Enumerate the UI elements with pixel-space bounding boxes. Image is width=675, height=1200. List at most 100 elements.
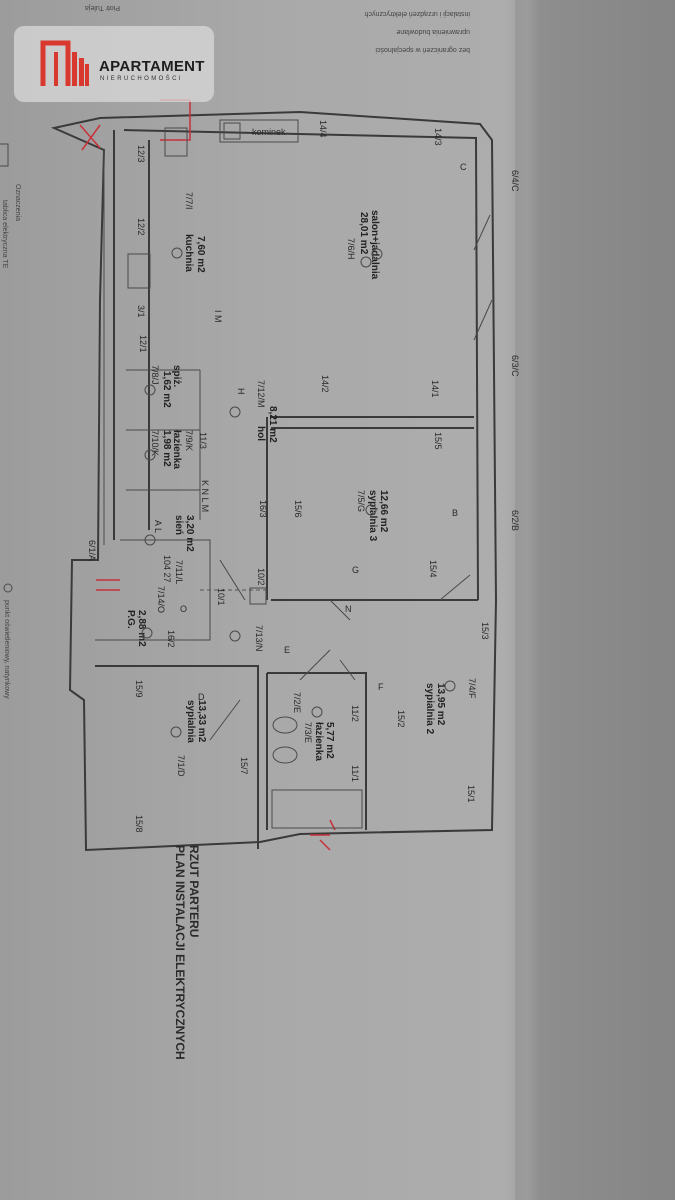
room-salon: salon+jadalnia 28,01 m2 7/6/H <box>346 210 383 280</box>
svg-text:13,33 m2: 13,33 m2 <box>196 700 207 743</box>
header-note: bez ograniczeń w specjalności <box>375 46 470 53</box>
svg-text:12,66 m2: 12,66 m2 <box>378 490 389 533</box>
room-wc: łazienka 1,98 m2 7/10/K 7/9/K <box>150 430 194 469</box>
company-logo: APARTAMENT NIERUCHOMOŚCI <box>14 26 214 102</box>
svg-text:15/5: 15/5 <box>433 432 443 450</box>
svg-text:14/4: 14/4 <box>318 120 328 138</box>
svg-text:7/8/J: 7/8/J <box>150 365 160 385</box>
svg-text:10/2: 10/2 <box>256 568 266 586</box>
logo-name: APARTAMENT <box>99 58 205 75</box>
light-points <box>141 247 456 738</box>
svg-text:sypialnia: sypialnia <box>185 700 196 743</box>
svg-text:7/1/D: 7/1/D <box>176 755 186 777</box>
svg-text:15/7: 15/7 <box>239 757 249 775</box>
legend-item: tablica elektryczna TE <box>1 200 8 269</box>
svg-text:15/4: 15/4 <box>428 560 438 578</box>
svg-text:łazienka: łazienka <box>313 722 324 761</box>
switch-labels: C B H G N E F D O I M K N L M A L <box>153 162 467 702</box>
svg-text:spiż.: spiż. <box>171 365 182 387</box>
svg-text:7/5/G: 7/5/G <box>356 490 366 512</box>
svg-text:7/7/I: 7/7/I <box>184 192 194 210</box>
svg-text:11/3: 11/3 <box>198 432 208 449</box>
paper-edge <box>515 0 525 1200</box>
svg-text:7/14/O: 7/14/O <box>156 586 166 613</box>
svg-text:C: C <box>460 162 467 172</box>
svg-text:6/1/A: 6/1/A <box>87 540 97 561</box>
svg-text:10/1: 10/1 <box>216 588 226 606</box>
plan-title: RZUT PARTERU <box>187 845 201 937</box>
washbasin-icon <box>272 716 298 734</box>
room-bedroom-3: 7/5/G sypialnia 3 12,66 m2 <box>356 490 389 542</box>
svg-text:7/4/F: 7/4/F <box>467 678 477 699</box>
header-note: instalacji i urządzeń elektrycznych <box>364 10 470 17</box>
svg-text:I M: I M <box>213 310 223 323</box>
svg-text:2,88 m2: 2,88 m2 <box>136 610 147 647</box>
socket-labels: 14/4 14/3 12/3 12/2 3/1 12/1 14/2 14/1 1… <box>87 120 520 833</box>
legend-heading: Oznaczenia <box>14 184 21 221</box>
room-labels: salon+jadalnia 28,01 m2 7/6/H kuchnia 7/… <box>125 192 477 777</box>
svg-text:7/2/E: 7/2/E <box>292 692 302 713</box>
svg-text:1,62 m2: 1,62 m2 <box>161 371 172 408</box>
svg-text:16/2: 16/2 <box>166 630 176 648</box>
light-point-icon <box>371 248 383 260</box>
room-pantry: spiż. 1,62 m2 7/8/J <box>150 365 182 408</box>
svg-text:G: G <box>352 565 359 575</box>
svg-text:13,95 m2: 13,95 m2 <box>435 683 446 726</box>
room-hall: 7/12/M hol 8,21 m2 <box>255 380 278 443</box>
svg-text:8,21 m2: 8,21 m2 <box>267 406 278 443</box>
header-note: Piotr Tuleja <box>85 4 120 11</box>
svg-text:B: B <box>452 508 458 518</box>
room-bathroom: łazienka 5,77 m2 7/3/E 7/2/E <box>292 692 335 761</box>
svg-text:A L: A L <box>153 520 163 533</box>
header-notes: instalacji i urządzeń elektrycznych upra… <box>85 4 470 53</box>
svg-text:6/3/C: 6/3/C <box>510 355 520 377</box>
svg-text:7/12/M: 7/12/M <box>256 380 266 408</box>
svg-text:7/11/L: 7/11/L <box>174 560 184 584</box>
svg-text:3/1: 3/1 <box>136 305 146 318</box>
svg-text:7/6/H: 7/6/H <box>346 238 356 260</box>
room-bedroom-2: sypialnia 2 13,95 m2 7/4/F <box>424 678 477 735</box>
fireplace-label: kominek <box>252 127 286 137</box>
legend-item: punkt oświetleniowy, natynkowy <box>3 600 10 699</box>
svg-text:7,60 m2: 7,60 m2 <box>195 236 206 273</box>
fireplace <box>219 119 299 143</box>
svg-text:kuchnia: kuchnia <box>183 234 194 272</box>
svg-text:15/6: 15/6 <box>293 500 303 518</box>
svg-text:15/3: 15/3 <box>480 622 490 640</box>
svg-text:14/1: 14/1 <box>430 380 440 398</box>
svg-text:12/3: 12/3 <box>136 145 146 163</box>
svg-text:O: O <box>180 604 187 614</box>
svg-text:sień: sień <box>173 515 184 535</box>
svg-text:hol: hol <box>255 426 266 441</box>
stove-icon <box>164 127 188 157</box>
distribution-board-icon <box>249 587 267 605</box>
svg-text:łazienka: łazienka <box>171 430 182 469</box>
walls <box>50 99 498 852</box>
room-vestibule: sień 3,20 m2 7/11/L <box>173 515 195 584</box>
svg-text:12/1: 12/1 <box>138 335 148 353</box>
svg-text:6/2/B: 6/2/B <box>510 510 520 531</box>
sink-icon <box>127 253 151 289</box>
svg-text:P.G.: P.G. <box>125 610 136 629</box>
svg-text:3,20 m2: 3,20 m2 <box>184 515 195 552</box>
toilet-icon <box>272 746 298 764</box>
svg-text:H: H <box>236 388 246 395</box>
svg-text:N: N <box>345 604 352 614</box>
svg-text:14/2: 14/2 <box>320 375 330 393</box>
room-wc-code: 7/9/K <box>184 430 194 451</box>
svg-text:16/3: 16/3 <box>258 500 268 518</box>
svg-text:15/8: 15/8 <box>134 815 144 833</box>
svg-text:11/1: 11/1 <box>350 765 360 782</box>
stove-icon <box>223 122 241 140</box>
svg-text:salon+jadalnia: salon+jadalnia <box>369 210 380 280</box>
svg-text:E: E <box>284 645 290 655</box>
svg-text:F: F <box>378 682 384 692</box>
svg-text:28,01 m2: 28,01 m2 <box>358 212 369 255</box>
light-point-icon <box>3 583 13 593</box>
svg-text:7/10/K: 7/10/K <box>150 430 160 456</box>
room-corridor-code: 7/13/N <box>254 625 264 652</box>
svg-text:6/4/C: 6/4/C <box>510 170 520 192</box>
room-bedroom-1: sypialnia 13,33 m2 7/1/D <box>176 700 207 777</box>
svg-text:104 27: 104 27 <box>162 555 172 583</box>
